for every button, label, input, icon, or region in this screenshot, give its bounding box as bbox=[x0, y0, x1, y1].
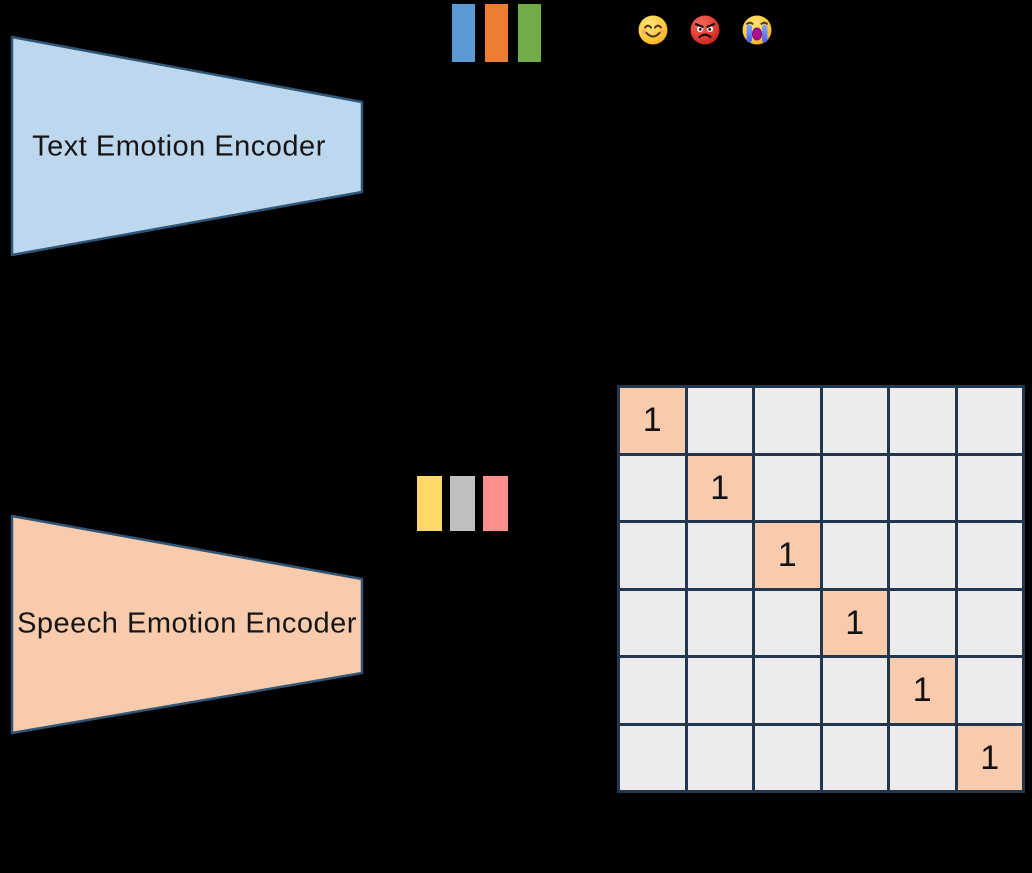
matrix-cell bbox=[755, 455, 820, 520]
matrix-cell-diagonal: 1 bbox=[620, 388, 685, 453]
matrix-cell bbox=[822, 725, 887, 790]
matrix-cell bbox=[620, 725, 685, 790]
matrix-cell bbox=[957, 455, 1022, 520]
matrix-cell-diagonal: 1 bbox=[890, 658, 955, 723]
speech-encoder-trapezoid bbox=[10, 514, 364, 735]
matrix-cell bbox=[620, 455, 685, 520]
matrix-cell bbox=[687, 590, 752, 655]
matrix-cell bbox=[755, 725, 820, 790]
matrix-cell bbox=[957, 523, 1022, 588]
matrix-cell-diagonal: 1 bbox=[687, 455, 752, 520]
matrix-cell bbox=[957, 590, 1022, 655]
speech-embedding-bar-salmon bbox=[483, 476, 508, 531]
speech-embedding-bars bbox=[417, 476, 508, 531]
matrix-cell bbox=[755, 388, 820, 453]
text-embedding-bars bbox=[452, 4, 541, 62]
matrix-cell bbox=[890, 590, 955, 655]
matrix-cell-diagonal: 1 bbox=[957, 725, 1022, 790]
matrix-cell-diagonal: 1 bbox=[822, 590, 887, 655]
text-embedding-bar-blue bbox=[452, 4, 475, 62]
enraged-face-emoji bbox=[690, 15, 720, 45]
text-encoder-label: Text Emotion Encoder bbox=[32, 130, 326, 163]
text-encoder-shape bbox=[10, 35, 364, 257]
smiling-face-emoji bbox=[638, 15, 668, 45]
matrix-cell bbox=[890, 523, 955, 588]
matrix-cell bbox=[822, 455, 887, 520]
matrix-cell bbox=[822, 388, 887, 453]
speech-embedding-bar-gray bbox=[450, 476, 475, 531]
matrix-cell bbox=[755, 590, 820, 655]
text-embedding-bar-orange bbox=[485, 4, 508, 62]
speech-embedding-bar-yellow bbox=[417, 476, 442, 531]
matrix-cell bbox=[620, 590, 685, 655]
text-embedding-bar-green bbox=[518, 4, 541, 62]
speech-encoder-shape bbox=[10, 514, 364, 735]
text-encoder-trapezoid bbox=[10, 35, 364, 257]
emotion-emoji-row bbox=[637, 14, 773, 46]
speech-encoder-label: Speech Emotion Encoder bbox=[17, 607, 357, 640]
matrix-cell bbox=[822, 523, 887, 588]
matrix-cell bbox=[822, 658, 887, 723]
loudly-crying-face-emoji bbox=[742, 15, 772, 45]
matrix-cell bbox=[957, 658, 1022, 723]
matrix-cell bbox=[620, 658, 685, 723]
matrix-cell-diagonal: 1 bbox=[755, 523, 820, 588]
matrix-cell bbox=[687, 658, 752, 723]
matrix-cell bbox=[620, 523, 685, 588]
matrix-cell bbox=[755, 658, 820, 723]
matrix-cell bbox=[890, 455, 955, 520]
matrix-cell bbox=[957, 388, 1022, 453]
matrix-cell bbox=[687, 388, 752, 453]
matrix-cell bbox=[890, 725, 955, 790]
matrix-cell bbox=[890, 388, 955, 453]
matrix-cell bbox=[687, 523, 752, 588]
matrix-cell bbox=[687, 725, 752, 790]
